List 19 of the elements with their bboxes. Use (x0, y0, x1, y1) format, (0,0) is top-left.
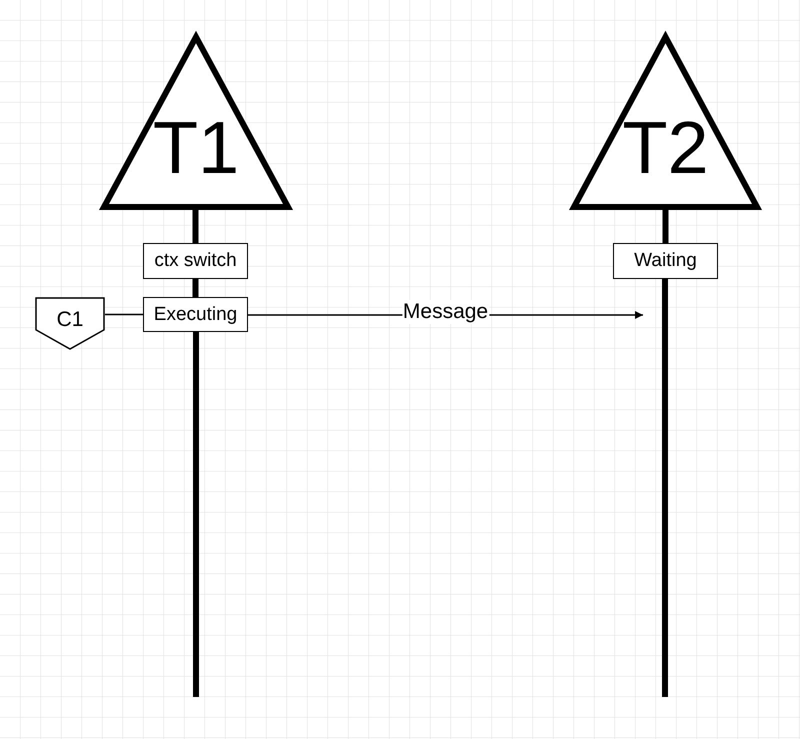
node-label: ctx switch (154, 250, 237, 272)
node-label: Waiting (634, 250, 697, 272)
node-label: C1 (56, 308, 84, 332)
connector-line (105, 314, 143, 316)
state-box (143, 243, 248, 279)
thread-triangle (571, 33, 760, 210)
lifeline (192, 279, 198, 297)
node-label: T2 (622, 105, 709, 190)
core-pentagon (35, 297, 105, 350)
edge-label: Message (402, 300, 490, 324)
thread-triangle (101, 33, 291, 210)
lifeline (662, 210, 668, 243)
node-label: T1 (152, 105, 240, 190)
lifeline (193, 332, 199, 697)
lifeline (662, 279, 668, 697)
node-label: Executing (154, 304, 238, 326)
lifeline (192, 210, 198, 243)
state-box (143, 297, 248, 332)
state-box (613, 243, 718, 279)
